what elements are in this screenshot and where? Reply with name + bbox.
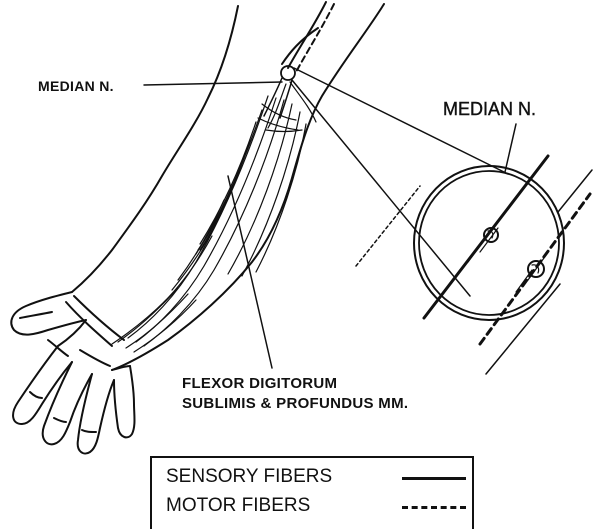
legend-label-motor: MOTOR FIBERS (166, 495, 310, 517)
median-n-leader (144, 82, 282, 85)
flexor-muscle-label: FLEXOR DIGITORUM SUBLIMIS & PROFUNDUS MM… (182, 374, 408, 414)
forearm-outline (72, 4, 384, 370)
median-nerve-label: MEDIAN N. (38, 79, 114, 93)
flexor-leader (228, 176, 272, 368)
median-nerve-arm (264, 2, 334, 128)
muscle-striations (112, 96, 306, 352)
fiber-legend: SENSORY FIBERS MOTOR FIBERS (150, 456, 474, 529)
magnified-nerve-view (356, 124, 592, 374)
hand-outline (11, 292, 134, 454)
legend-label-sensory: SENSORY FIBERS (166, 466, 332, 488)
solid-line-swatch (402, 477, 466, 480)
legend-item-motor: MOTOR FIBERS (166, 495, 466, 517)
legend-item-sensory: SENSORY FIBERS (166, 466, 466, 488)
flexor-label-line2: SUBLIMIS & PROFUNDUS MM. (182, 394, 408, 414)
dashed-line-swatch (402, 506, 466, 509)
flexor-label-line1: FLEXOR DIGITORUM (182, 374, 408, 394)
median-nerve-detail-label: MEDIAN N. (443, 100, 536, 118)
